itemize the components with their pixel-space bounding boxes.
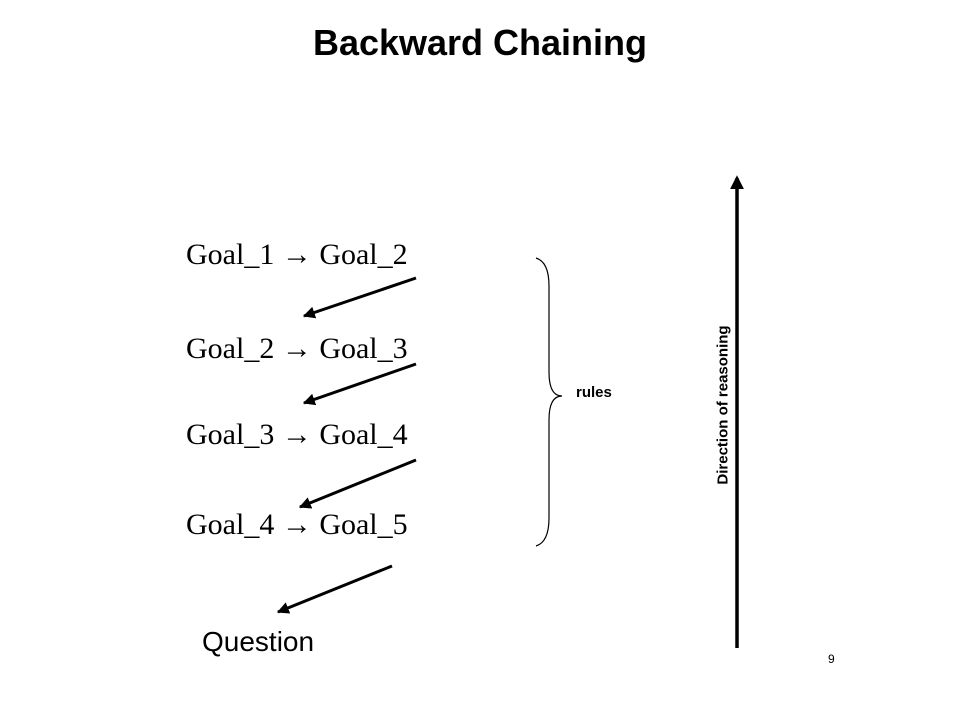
chain-arrow-2	[302, 362, 417, 406]
chain-arrow-3	[298, 458, 417, 509]
chain-arrow-1	[302, 276, 417, 319]
question-label: Question	[202, 626, 315, 657]
brace-label: rules	[576, 384, 612, 401]
rule-3: Goal_3 → Goal_4	[186, 418, 408, 451]
rules-brace	[535, 257, 563, 547]
chain-arrow-4	[276, 564, 393, 614]
page-number: 9	[828, 652, 835, 666]
rule-4: Goal_4 → Goal_5	[186, 508, 408, 541]
rule-1: Goal_1 → Goal_2	[186, 238, 408, 271]
rule-2: Goal_2 → Goal_3	[186, 332, 408, 365]
slide-title: Backward Chaining	[312, 22, 648, 63]
